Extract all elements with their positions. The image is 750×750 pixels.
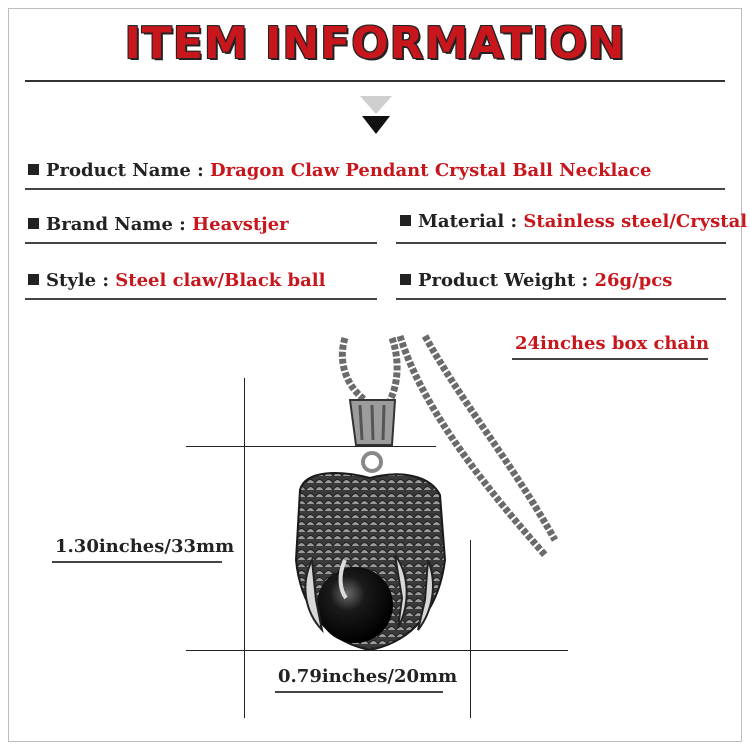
height-label-underline bbox=[52, 561, 222, 563]
square-bullet-icon bbox=[400, 215, 411, 226]
chain-label-underline bbox=[512, 358, 708, 360]
square-bullet-icon bbox=[28, 218, 39, 229]
spec-label: Material : bbox=[418, 211, 518, 232]
width-dimension-label: 0.79inches/20mm bbox=[278, 666, 458, 687]
spec-product-name: Product Name : Dragon Claw Pendant Cryst… bbox=[28, 160, 651, 181]
spec-value: 26g/pcs bbox=[594, 270, 673, 291]
title-divider bbox=[25, 80, 725, 82]
row-divider bbox=[396, 298, 726, 300]
square-bullet-icon bbox=[400, 274, 411, 285]
page-frame bbox=[8, 8, 742, 742]
spec-value: Steel claw/Black ball bbox=[115, 270, 326, 291]
width-guide-right bbox=[470, 540, 471, 718]
row-divider bbox=[25, 242, 377, 244]
row-divider bbox=[396, 242, 726, 244]
spec-value: Stainless steel/Crystal bbox=[523, 211, 748, 232]
spec-style: Style : Steel claw/Black ball bbox=[28, 270, 325, 291]
chain-length-label: 24inches box chain bbox=[515, 333, 710, 354]
spec-label: Style : bbox=[46, 270, 109, 291]
spec-label: Product Name : bbox=[46, 160, 204, 181]
chevron-down-icon bbox=[356, 94, 396, 138]
spec-label: Product Weight : bbox=[418, 270, 589, 291]
square-bullet-icon bbox=[28, 164, 39, 175]
row-divider bbox=[25, 298, 377, 300]
square-bullet-icon bbox=[28, 274, 39, 285]
height-guide-bottom bbox=[186, 650, 568, 651]
spec-product-weight: Product Weight : 26g/pcs bbox=[400, 270, 672, 291]
height-dimension-label: 1.30inches/33mm bbox=[55, 536, 235, 557]
spec-label: Brand Name : bbox=[46, 214, 186, 235]
width-label-underline bbox=[275, 691, 443, 693]
spec-value: Dragon Claw Pendant Crystal Ball Necklac… bbox=[210, 160, 652, 181]
row-divider bbox=[25, 188, 725, 190]
height-guide-top bbox=[186, 446, 436, 447]
spec-material: Material : Stainless steel/Crystal bbox=[400, 211, 747, 232]
spec-brand-name: Brand Name : Heavstjer bbox=[28, 214, 289, 235]
spec-value: Heavstjer bbox=[192, 214, 289, 235]
page-title: ITEM INFORMATION bbox=[124, 18, 626, 69]
height-guide-vertical bbox=[244, 378, 245, 718]
